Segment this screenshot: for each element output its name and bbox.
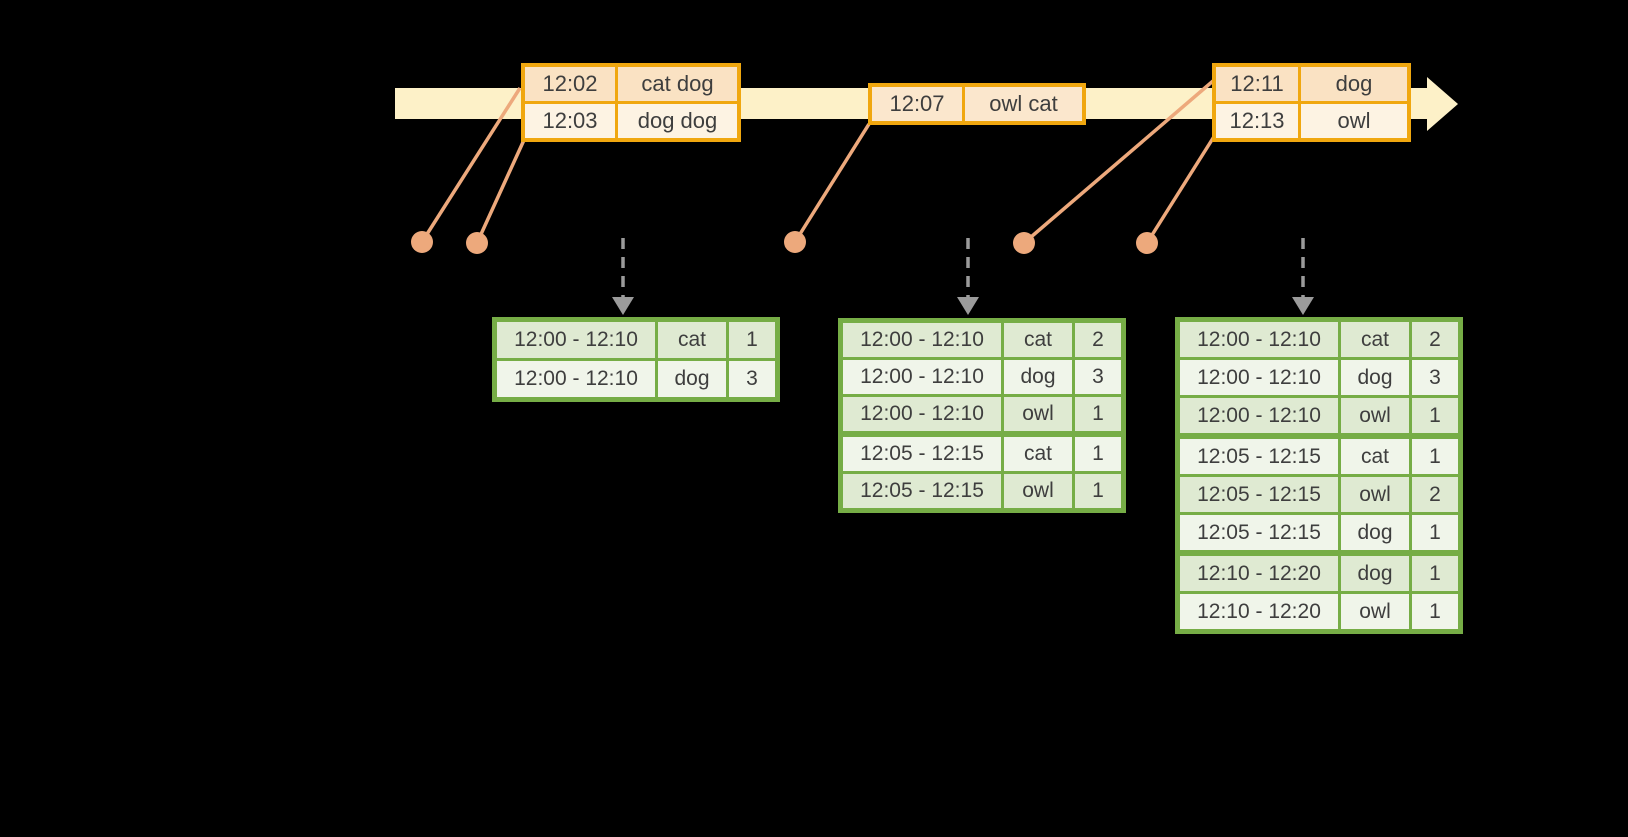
event-dot [1013,232,1035,254]
connector-line [1145,134,1217,244]
event-dot [411,231,433,253]
window-range-cell: 12:05 - 12:15 [1176,474,1341,515]
dashed-arrow-head-icon [957,297,979,315]
event-dot [466,232,488,254]
event-words-cell: dog [1298,63,1411,104]
event-dot [1136,232,1158,254]
word-cell: owl [1338,591,1412,633]
count-cell: 1 [1409,512,1462,555]
window-range-cell: 12:00 - 12:10 [839,357,1004,397]
window-range-cell: 12:05 - 12:15 [1176,512,1341,555]
count-cell: 3 [726,358,779,401]
count-cell: 2 [1072,319,1125,360]
word-cell: cat [655,318,729,361]
word-cell: dog [1338,550,1412,594]
count-cell: 1 [1409,591,1462,633]
timeline-arrowhead-icon [1427,77,1458,131]
word-cell: owl [1338,395,1412,438]
word-cell: dog [1338,357,1412,398]
window-range-cell: 12:00 - 12:10 [1176,318,1341,360]
dashed-arrow-head-icon [612,297,634,315]
word-cell: cat [1001,319,1075,360]
window-range-cell: 12:00 - 12:10 [1176,395,1341,438]
word-cell: owl [1001,394,1075,436]
event-words-cell: owl [1298,101,1411,142]
window-range-cell: 12:05 - 12:15 [839,431,1004,474]
word-cell: cat [1001,431,1075,474]
count-cell: 1 [1409,433,1462,477]
word-cell: cat [1338,318,1412,360]
event-words-cell: dog dog [615,101,741,142]
dashed-arrow-head-icon [1292,297,1314,315]
count-cell: 1 [1072,394,1125,436]
event-time-cell: 12:03 [521,101,618,142]
window-range-cell: 12:00 - 12:10 [839,394,1004,436]
count-cell: 1 [1072,431,1125,474]
connector-line [475,139,526,244]
count-cell: 1 [1409,550,1462,594]
window-range-cell: 12:05 - 12:15 [839,471,1004,512]
word-cell: dog [1001,357,1075,397]
count-cell: 3 [1409,357,1462,398]
word-cell: dog [655,358,729,401]
connector-line [793,123,871,243]
window-range-cell: 12:05 - 12:15 [1176,433,1341,477]
word-cell: owl [1001,471,1075,512]
window-range-cell: 12:10 - 12:20 [1176,550,1341,594]
event-words-cell: cat dog [615,63,741,104]
event-time-cell: 12:02 [521,63,618,104]
event-time-cell: 12:13 [1212,101,1301,142]
word-cell: dog [1338,512,1412,555]
count-cell: 1 [1409,395,1462,438]
word-cell: cat [1338,433,1412,477]
window-range-cell: 12:00 - 12:10 [839,319,1004,360]
window-range-cell: 12:00 - 12:10 [493,358,658,401]
count-cell: 1 [726,318,779,361]
window-range-cell: 12:00 - 12:10 [493,318,658,361]
window-range-cell: 12:00 - 12:10 [1176,357,1341,398]
count-cell: 3 [1072,357,1125,397]
count-cell: 1 [1072,471,1125,512]
event-time-cell: 12:07 [868,83,965,125]
window-range-cell: 12:10 - 12:20 [1176,591,1341,633]
event-dot [784,231,806,253]
count-cell: 2 [1409,318,1462,360]
connector-line [1022,79,1215,245]
event-words-cell: owl cat [962,83,1086,125]
count-cell: 2 [1409,474,1462,515]
connector-line [420,87,522,243]
word-cell: owl [1338,474,1412,515]
event-time-cell: 12:11 [1212,63,1301,104]
